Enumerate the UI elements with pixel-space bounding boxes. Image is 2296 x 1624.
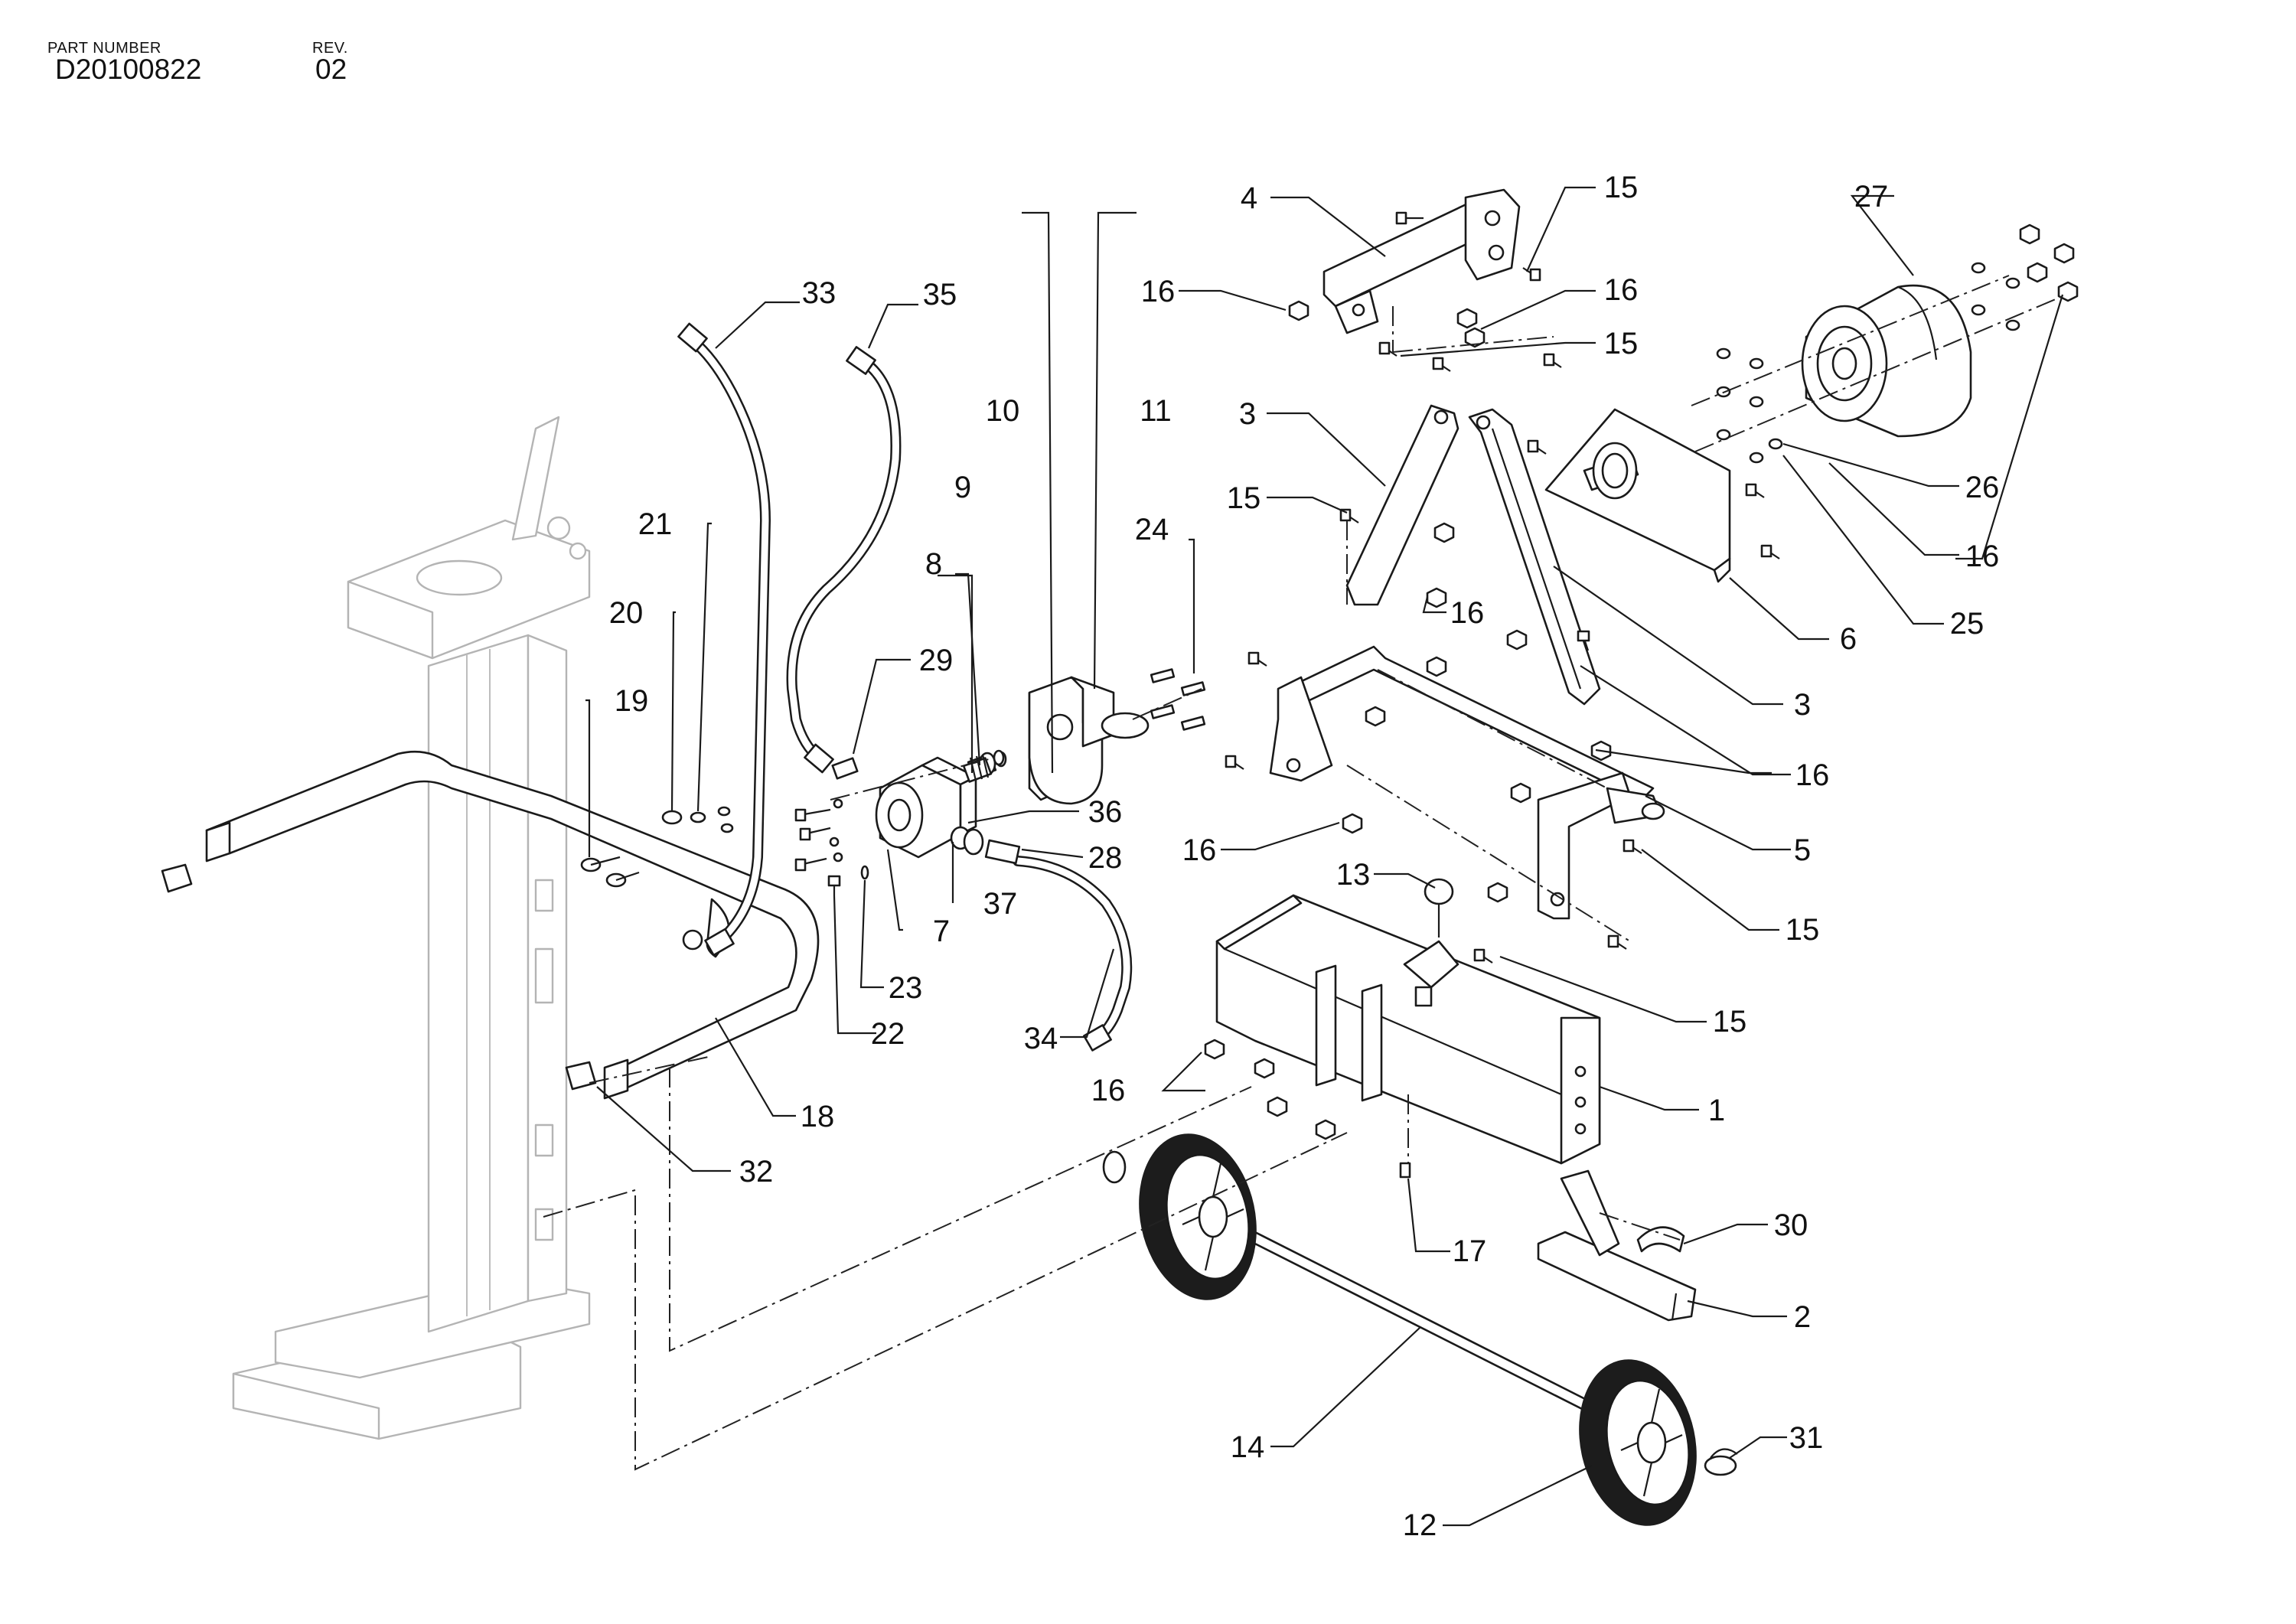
callout-16: 16 bbox=[1141, 275, 1176, 308]
parts-8-9-10-coupling bbox=[962, 754, 993, 783]
callout-10: 10 bbox=[986, 394, 1020, 428]
callout-33: 33 bbox=[802, 276, 837, 310]
callout-5: 5 bbox=[1794, 833, 1811, 867]
fasteners-22-23 bbox=[794, 798, 869, 895]
callout-25: 25 bbox=[1950, 607, 1985, 641]
hardware-bolts-15 bbox=[1225, 211, 1780, 964]
callout-3: 3 bbox=[1239, 397, 1256, 431]
callout-34: 34 bbox=[1024, 1022, 1058, 1055]
part-7-pump bbox=[831, 751, 1021, 865]
part-18-handle-bar bbox=[205, 750, 820, 1100]
callout-2: 2 bbox=[1794, 1300, 1811, 1334]
callout-32: 32 bbox=[739, 1155, 774, 1189]
rev-label: REV. bbox=[312, 40, 348, 57]
part-35-hose bbox=[786, 346, 902, 774]
part-17-pin bbox=[1399, 1162, 1411, 1179]
part-11-gearbox-housing bbox=[993, 676, 1150, 805]
callout-15: 15 bbox=[1713, 1005, 1747, 1039]
callout-9: 9 bbox=[954, 471, 971, 504]
part-number-label: PART NUMBER bbox=[47, 40, 161, 57]
part-24-pins bbox=[1150, 668, 1206, 731]
part-2-stand-bracket bbox=[1537, 1169, 1697, 1322]
part-1-box-frame bbox=[1215, 878, 1601, 1165]
callout-6: 6 bbox=[1840, 622, 1857, 656]
callout-15: 15 bbox=[1604, 171, 1639, 204]
part-4-top-bracket bbox=[1322, 188, 1521, 334]
part-3-stand-left bbox=[1345, 404, 1459, 606]
callout-15: 15 bbox=[1227, 481, 1261, 515]
callout-13: 13 bbox=[1336, 858, 1371, 892]
callout-16: 16 bbox=[1965, 540, 2000, 573]
callout-16: 16 bbox=[1182, 833, 1217, 867]
rev-value: 02 bbox=[315, 54, 347, 85]
callout-23: 23 bbox=[889, 971, 923, 1005]
part-27-bell-housing bbox=[1801, 284, 1972, 438]
callout-14: 14 bbox=[1231, 1430, 1265, 1464]
callout-11: 11 bbox=[1140, 394, 1172, 428]
callout-24: 24 bbox=[1135, 513, 1169, 546]
part-12-wheel-right bbox=[1579, 1359, 1697, 1526]
callout-labels: 4 15 16 16 15 3 15 16 3 16 5 15 16 15 13… bbox=[609, 171, 2000, 1542]
callout-18: 18 bbox=[801, 1100, 835, 1133]
callout-12: 12 bbox=[1403, 1508, 1437, 1542]
callout-17: 17 bbox=[1453, 1234, 1487, 1268]
callout-15: 15 bbox=[1604, 327, 1639, 360]
callout-16: 16 bbox=[1604, 273, 1639, 307]
callout-30: 30 bbox=[1774, 1208, 1808, 1242]
callout-35: 35 bbox=[923, 278, 957, 311]
callout-36: 36 bbox=[1088, 795, 1123, 829]
part-number-value: D20100822 bbox=[55, 54, 202, 85]
callout-22: 22 bbox=[871, 1017, 905, 1051]
callout-27: 27 bbox=[1854, 180, 1889, 214]
callout-16: 16 bbox=[1450, 596, 1485, 630]
part-32-end-cap bbox=[161, 863, 597, 1091]
callout-28: 28 bbox=[1088, 841, 1123, 875]
hardware-nuts-washers bbox=[1204, 223, 2079, 1140]
part-30-clip bbox=[1636, 1226, 1685, 1253]
wheel-clip bbox=[1102, 1150, 1127, 1184]
callout-37: 37 bbox=[983, 887, 1018, 921]
splitter-column-ghost bbox=[232, 416, 591, 1440]
leader-lines bbox=[585, 186, 2064, 1527]
fasteners-19-20-21 bbox=[580, 806, 734, 888]
assembly-lines bbox=[543, 275, 2067, 1471]
callout-31: 31 bbox=[1789, 1421, 1824, 1455]
callout-21: 21 bbox=[638, 507, 673, 541]
part-5-hitch-frame bbox=[1269, 645, 1665, 920]
callout-3: 3 bbox=[1794, 688, 1811, 722]
part-12-wheel-left bbox=[1139, 1133, 1257, 1300]
part-34-hose bbox=[1013, 856, 1133, 1052]
callout-16: 16 bbox=[1091, 1074, 1126, 1107]
callout-8: 8 bbox=[925, 547, 942, 581]
callout-29: 29 bbox=[919, 644, 954, 677]
callout-16: 16 bbox=[1795, 758, 1830, 792]
part-33-hose bbox=[677, 322, 771, 957]
callout-15: 15 bbox=[1786, 913, 1820, 947]
part-31-clip bbox=[1704, 1448, 1738, 1476]
part-3-stand-right bbox=[1468, 408, 1601, 706]
callout-19: 19 bbox=[615, 684, 649, 718]
callout-26: 26 bbox=[1965, 471, 2000, 504]
callout-7: 7 bbox=[933, 915, 950, 948]
part-6-mounting-plate bbox=[1544, 408, 1731, 583]
callout-1: 1 bbox=[1708, 1094, 1725, 1127]
callout-20: 20 bbox=[609, 596, 644, 630]
callout-4: 4 bbox=[1241, 181, 1257, 215]
